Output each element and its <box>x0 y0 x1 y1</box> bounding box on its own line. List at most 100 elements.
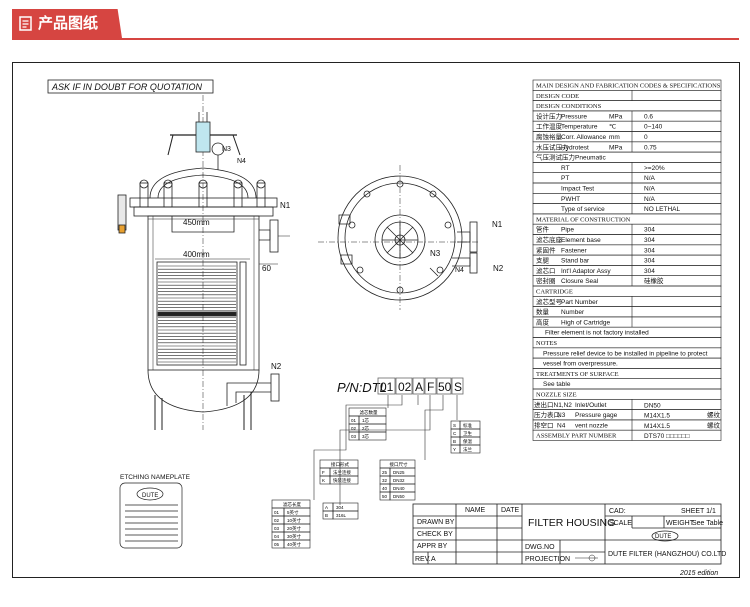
tb-rev: REV. <box>415 556 431 563</box>
tb-rev-value: A <box>431 556 436 563</box>
spec-cart-en: High of Cartridge <box>561 319 611 326</box>
pn-table-t6-code: 04 <box>274 534 280 539</box>
tb-sheet: SHEET 1/1 <box>681 508 716 515</box>
tb-projection: PROJECTION <box>525 556 570 563</box>
section-title: 产品图纸 <box>38 15 99 32</box>
pn-table-t6-code: 05 <box>274 542 280 547</box>
drawing-frame <box>12 62 740 578</box>
pn-table-t5-desc: 304 <box>336 505 344 510</box>
spec-test-label: PWHT <box>561 196 580 203</box>
pn-code-boxes <box>377 377 464 395</box>
spec-cond-value: 0.75 <box>644 144 657 151</box>
spec-mat-value: 硅橡胶 <box>644 276 664 285</box>
ask-note-box <box>47 79 214 94</box>
pn-table-t1-code: 02 <box>351 426 357 431</box>
pn-table-t6-code: 03 <box>274 526 280 531</box>
pn-table-t5-code: B <box>325 513 328 518</box>
pn-table-t4-head: 接口尺寸 <box>390 461 408 468</box>
pn-table-t4-code: 25 <box>382 470 388 475</box>
spec-cond-en: Corr. Allowance <box>561 134 607 141</box>
spec-cond-value: 0 <box>644 134 648 141</box>
label-n3-front: N3 <box>222 146 231 153</box>
pn-table-t4-desc: DN40 <box>393 486 405 491</box>
section-header: 产品图纸 <box>12 9 739 40</box>
document-icon <box>19 16 32 31</box>
pn-table-t3-code: K <box>322 478 325 483</box>
spec-surface-value: See table <box>543 381 571 388</box>
spec-pneumatic: 气压测试压力Pneumatic <box>536 153 606 162</box>
spec-assembly-label: ASSEMBLY PART NUMBER <box>536 433 617 440</box>
spec-cond-value: 0~140 <box>644 124 663 131</box>
tb-drawn: DRAWN BY <box>417 519 455 526</box>
pn-table-t6-code: 01 <box>274 510 280 515</box>
spec-cond-en: Pressure <box>561 113 587 120</box>
tb-scale: SCALE <box>609 520 632 527</box>
front-view <box>117 95 290 430</box>
pn-table-t6-desc: 30英寸 <box>287 533 302 540</box>
spec-test-value: N/A <box>644 186 656 193</box>
pn-code-4: F <box>427 380 434 394</box>
spec-mat-value: 304 <box>644 227 655 234</box>
edition-note: 2015 edition <box>679 570 718 577</box>
spec-table: MAIN DESIGN AND FABRICATION CODES & SPEC… <box>532 79 722 441</box>
spec-mat-cn: 滤芯底座 <box>536 235 563 244</box>
spec-nozzle-cn: 压力表口 <box>534 410 560 419</box>
spec-cart-cn: 滤芯型号 <box>536 297 563 306</box>
pn-table-t2-code: B <box>453 439 456 444</box>
top-view <box>318 165 480 310</box>
spec-test-label: Impact Test <box>561 186 594 193</box>
pn-table-t6-desc: 40英寸 <box>287 541 302 548</box>
spec-nozzle-value: M14X1.5 <box>644 413 670 420</box>
pn-code-6: S <box>454 380 462 394</box>
spec-cartridge-title: CARTRIDGE <box>536 289 573 296</box>
nameplate-brand: DUTE <box>142 493 158 499</box>
spec-test-label: Type of service <box>561 206 605 213</box>
part-number-prefix: P/N:DTL <box>337 380 387 395</box>
spec-test-value: N/A <box>644 196 656 203</box>
pn-table-t5-code: A <box>325 505 328 510</box>
cartridge-hatching <box>157 265 237 363</box>
spec-mat-cn: 密封圈 <box>536 276 556 285</box>
spec-nozzle-cn: 排空口 <box>534 420 554 429</box>
tb-see-table: See Table <box>692 520 723 527</box>
spec-mat-en: Element base <box>561 237 601 244</box>
pn-code-1: 01 <box>380 380 394 394</box>
pn-table-t2-desc: 卫生 <box>463 430 472 436</box>
dim-offset: 60 <box>262 264 271 273</box>
pn-table-t1-code: 01 <box>351 418 357 423</box>
spec-test-label: PT <box>561 175 569 182</box>
spec-nozzle-tag: 螺纹 <box>707 410 721 419</box>
spec-mat-value: 304 <box>644 237 655 244</box>
spec-mat-en: Pipe <box>561 227 574 234</box>
spec-nozzle-tag: 螺纹 <box>707 420 721 429</box>
nameplate <box>119 482 183 549</box>
ask-note: ASK IF IN DOUBT FOR QUOTATION <box>51 82 203 92</box>
tb-company: DUTE FILTER (HANGZHOU) CO.LTD <box>608 551 726 558</box>
pn-table-t2-desc: 法兰 <box>463 446 472 453</box>
spec-cond-unit: MPa <box>609 113 623 120</box>
section-title-tab: 产品图纸 <box>12 9 122 38</box>
spec-cond-unit: mm <box>609 134 620 141</box>
spec-test-value: >=20% <box>644 165 665 172</box>
spec-cond-value: 0.6 <box>644 113 653 120</box>
pn-table-t4-code: 50 <box>382 494 388 499</box>
spec-cond-en: Temperature <box>561 124 598 131</box>
pn-table-t1-head: 滤芯数量 <box>360 409 378 416</box>
pn-table-t6-code: 02 <box>274 518 280 523</box>
dim-inner: 400mm <box>183 250 210 259</box>
spec-nozzle-en: Pressure gage <box>575 412 618 419</box>
pn-table-t3-code: F <box>322 470 325 475</box>
label-n3-top: N3 <box>430 249 441 258</box>
pn-table-t1-desc: 3芯 <box>362 433 370 439</box>
spec-cond-cn: 水压试压力 <box>536 142 569 151</box>
spec-cond-unit: ℃ <box>609 124 617 131</box>
label-n2-top: N2 <box>493 264 504 273</box>
spec-mat-cn: 紧固件 <box>536 245 556 254</box>
spec-cond-cn: 工作温度 <box>536 122 563 131</box>
pn-table-t1-code: 03 <box>351 434 357 439</box>
